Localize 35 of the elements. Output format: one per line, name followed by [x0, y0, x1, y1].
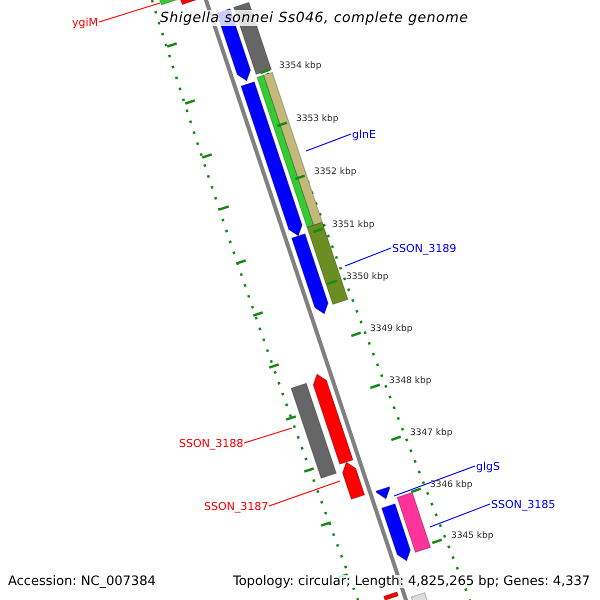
gene-feature [396, 492, 432, 554]
leader-line [430, 504, 490, 528]
scale-label: 3347 kbp [410, 428, 452, 438]
gene-label: SSON_3189 [392, 242, 456, 254]
gene-feature [312, 373, 354, 465]
gene-label: SSON_3185 [491, 498, 556, 510]
gene-label: glnE [352, 128, 376, 140]
gene-feature [290, 382, 337, 479]
gene-label: SSON_3187 [204, 500, 268, 512]
leader-line [306, 134, 352, 152]
gene-feature [383, 591, 399, 600]
scale-label: 3351 kbp [332, 220, 374, 230]
title: Shigella sonnei Ss046, complete genome [160, 10, 468, 26]
scale-label: 3353 kbp [296, 114, 338, 124]
gene-label: SSON_3188 [179, 438, 244, 448]
gene-feature [375, 486, 390, 500]
accession-text: Accession: NC_007384 [8, 575, 156, 588]
leader-line [98, 2, 160, 22]
leader-line [268, 480, 340, 506]
scale-label: 3352 kbp [314, 168, 356, 176]
gene-label: glgS [476, 460, 500, 472]
gene-feature [381, 503, 411, 562]
scale-label: 3350 kbp [346, 272, 388, 282]
scale-label: 3354 kbp [279, 62, 322, 70]
gene-feature [291, 233, 329, 315]
leader-line [394, 466, 476, 496]
summary-text: Topology: circular; Length: 4,825,265 bp; Genes: 4,337 [233, 575, 590, 588]
scale-label: 3348 kbp [389, 376, 432, 386]
leader-line [244, 428, 292, 444]
scale-label: 3346 kbp [430, 480, 472, 490]
leader-line [344, 248, 392, 266]
scale-label: 3349 kbp [370, 324, 412, 334]
gene-feature [342, 461, 366, 500]
scale-label: 3345 kbp [451, 532, 494, 540]
gene-label: ygiM [72, 16, 98, 28]
